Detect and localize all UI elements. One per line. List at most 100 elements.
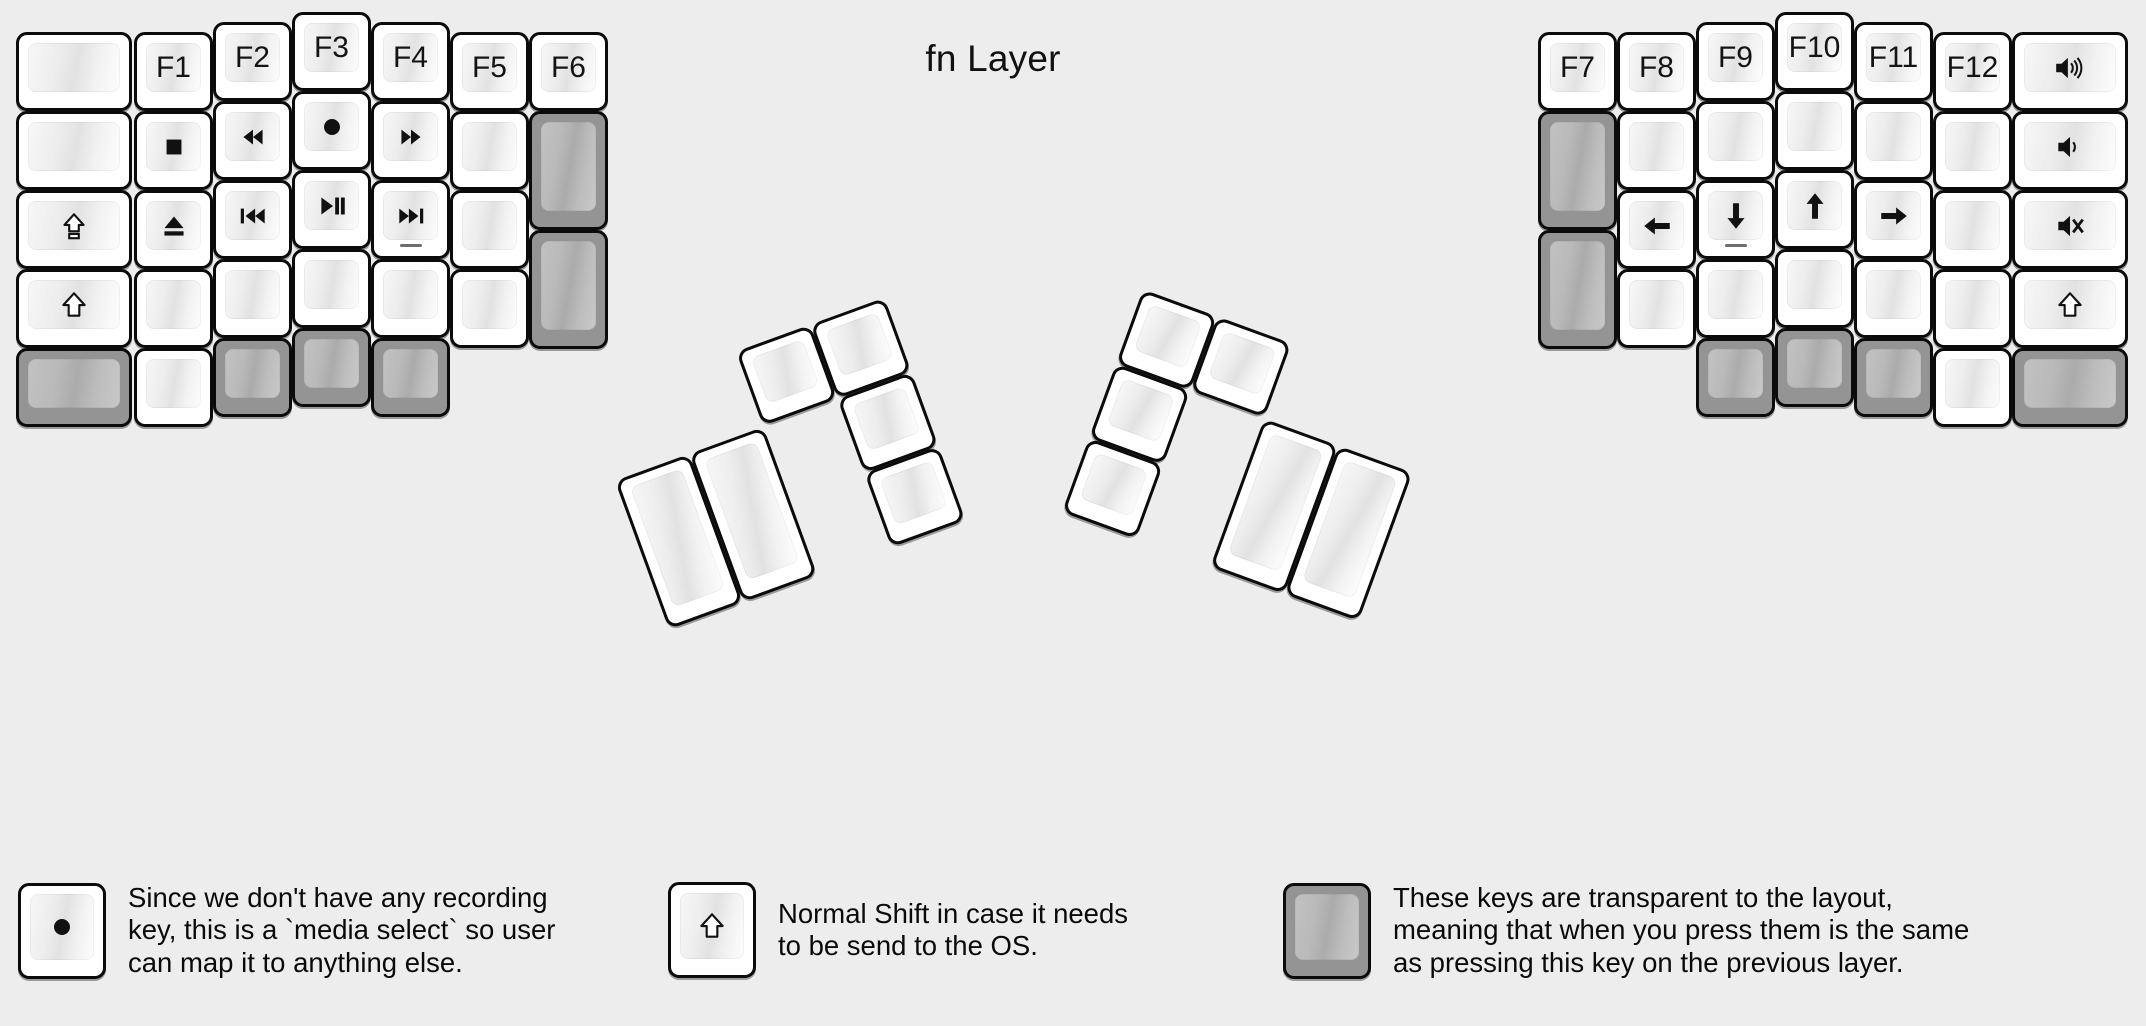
left-r4-c3[interactable] xyxy=(213,259,292,338)
right-r5-c6[interactable] xyxy=(1933,348,2012,427)
arrow-up-icon xyxy=(1787,181,1842,230)
right-r1-c5[interactable]: F11 xyxy=(1854,22,1933,101)
right-r3-c5-cap xyxy=(1866,191,1921,240)
right-r4-c6-cap xyxy=(1945,280,2000,329)
col-ring-r: F11 xyxy=(1854,22,1933,417)
left-r2-c5-cap xyxy=(383,112,438,161)
right-r4-c6[interactable] xyxy=(1933,269,2012,348)
right-r1-c4[interactable]: F10 xyxy=(1775,12,1854,91)
left-r2-c5[interactable] xyxy=(371,101,450,180)
right-r2-c6[interactable] xyxy=(1933,111,2012,190)
left-r3-c1[interactable] xyxy=(16,190,132,269)
right-r3-c3[interactable] xyxy=(1696,180,1775,259)
left-r3-c3[interactable] xyxy=(213,180,292,259)
right-r4-c4[interactable] xyxy=(1775,249,1854,328)
right-r2-c5[interactable] xyxy=(1854,101,1933,180)
left-r3-c2-cap xyxy=(146,201,201,250)
left-r2-c6[interactable] xyxy=(450,111,529,190)
right-r1-c1[interactable]: F7 xyxy=(1538,32,1617,111)
right-r2-c2[interactable] xyxy=(1617,111,1696,190)
right-r5-c4[interactable] xyxy=(1775,328,1854,407)
col-middle-r: F10 xyxy=(1775,12,1854,407)
left-r2-c3-cap xyxy=(225,112,280,161)
left-r3-c2[interactable] xyxy=(134,190,213,269)
left-r5-c3-cap xyxy=(225,349,280,398)
left-r5-c3[interactable] xyxy=(213,338,292,417)
right-r5-c3[interactable] xyxy=(1696,338,1775,417)
shift-icon xyxy=(2024,280,2116,329)
left-r5-c4[interactable] xyxy=(292,328,371,407)
right-r2-c5-cap xyxy=(1866,112,1921,161)
right-r3-c6[interactable] xyxy=(1933,190,2012,269)
right-r1-c2-label: F8 xyxy=(1638,50,1674,84)
right-r3-c6-cap xyxy=(1945,201,2000,250)
right-r2-c7[interactable] xyxy=(2012,111,2128,190)
left-r2-c2[interactable] xyxy=(134,111,213,190)
right-r3-c4[interactable] xyxy=(1775,170,1854,249)
left-r5-c5[interactable] xyxy=(371,338,450,417)
left-r1-c6-label: F5 xyxy=(471,50,507,84)
left-r1-c6[interactable]: F5 xyxy=(450,32,529,111)
col-pinky-outer-r xyxy=(2012,32,2128,427)
shift-icon xyxy=(28,280,120,329)
right-r1-c7[interactable] xyxy=(2012,32,2128,111)
left-r3-c7-cap xyxy=(541,241,596,330)
left-r1-c1[interactable] xyxy=(16,32,132,111)
right-r2-c3[interactable] xyxy=(1696,101,1775,180)
left-r1-c3[interactable]: F2 xyxy=(213,22,292,101)
right-thumb-3-blank xyxy=(1208,331,1276,396)
left-r3-c4[interactable] xyxy=(292,170,371,249)
left-r5-c1[interactable] xyxy=(16,348,132,427)
left-r4-c6[interactable] xyxy=(450,269,529,348)
left-r1-c7[interactable]: F6 xyxy=(529,32,608,111)
left-r5-c4-cap xyxy=(304,339,359,388)
left-r4-c2[interactable] xyxy=(134,269,213,348)
right-r3-c1[interactable] xyxy=(1538,230,1617,349)
left-r1-c5[interactable]: F4 xyxy=(371,22,450,101)
left-r2-c4[interactable] xyxy=(292,91,371,170)
left-r1-c5-cap: F4 xyxy=(383,33,438,82)
left-r3-c5[interactable] xyxy=(371,180,450,259)
left-r4-c1-cap xyxy=(28,280,120,329)
left-r4-c4[interactable] xyxy=(292,249,371,328)
legend-normal-shift-text: Normal Shift in case it needs to be send… xyxy=(778,897,1129,961)
left-r2-c3[interactable] xyxy=(213,101,292,180)
left-r3-c6[interactable] xyxy=(450,190,529,269)
right-r3-c2-cap xyxy=(1629,201,1684,250)
right-r2-c1[interactable] xyxy=(1538,111,1617,230)
right-r1-c6[interactable]: F12 xyxy=(1933,32,2012,111)
left-r1-c3-cap: F2 xyxy=(225,33,280,82)
right-r3-c5[interactable] xyxy=(1854,180,1933,259)
right-r3-c7[interactable] xyxy=(2012,190,2128,269)
left-r1-c2[interactable]: F1 xyxy=(134,32,213,111)
right-r1-c3[interactable]: F9 xyxy=(1696,22,1775,101)
right-r1-c2[interactable]: F8 xyxy=(1617,32,1696,111)
right-r5-c7[interactable] xyxy=(2012,348,2128,427)
left-r5-c2[interactable] xyxy=(134,348,213,427)
left-r1-c4[interactable]: F3 xyxy=(292,12,371,91)
right-r3-c2[interactable] xyxy=(1617,190,1696,269)
left-r2-c7[interactable] xyxy=(529,111,608,230)
rewind-icon xyxy=(225,112,280,161)
col-ring: F2 xyxy=(213,22,292,417)
left-r4-c5[interactable] xyxy=(371,259,450,338)
right-thumb-5-blank xyxy=(1107,378,1175,443)
right-r5-c5[interactable] xyxy=(1854,338,1933,417)
left-r4-c1[interactable] xyxy=(16,269,132,348)
left-r5-c5-cap xyxy=(383,349,438,398)
right-r5-c7-cap xyxy=(2024,359,2116,408)
right-r4-c3[interactable] xyxy=(1696,259,1775,338)
right-r4-c2[interactable] xyxy=(1617,269,1696,348)
arrow-down-icon xyxy=(1708,191,1763,240)
right-r2-c4[interactable] xyxy=(1775,91,1854,170)
col-pinky: F1 xyxy=(134,32,213,427)
legend-transparent-text: These keys are transparent to the layout… xyxy=(1393,882,1970,978)
legend-transparent: These keys are transparent to the layout… xyxy=(1283,882,1969,979)
right-r4-c5[interactable] xyxy=(1854,259,1933,338)
left-r2-c1[interactable] xyxy=(16,111,132,190)
left-r3-c7[interactable] xyxy=(529,230,608,349)
right-r5-c6-cap xyxy=(1945,359,2000,408)
volume-down-icon xyxy=(2024,122,2116,171)
right-r4-c7[interactable] xyxy=(2012,269,2128,348)
right-r5-c3-cap xyxy=(1708,349,1763,398)
